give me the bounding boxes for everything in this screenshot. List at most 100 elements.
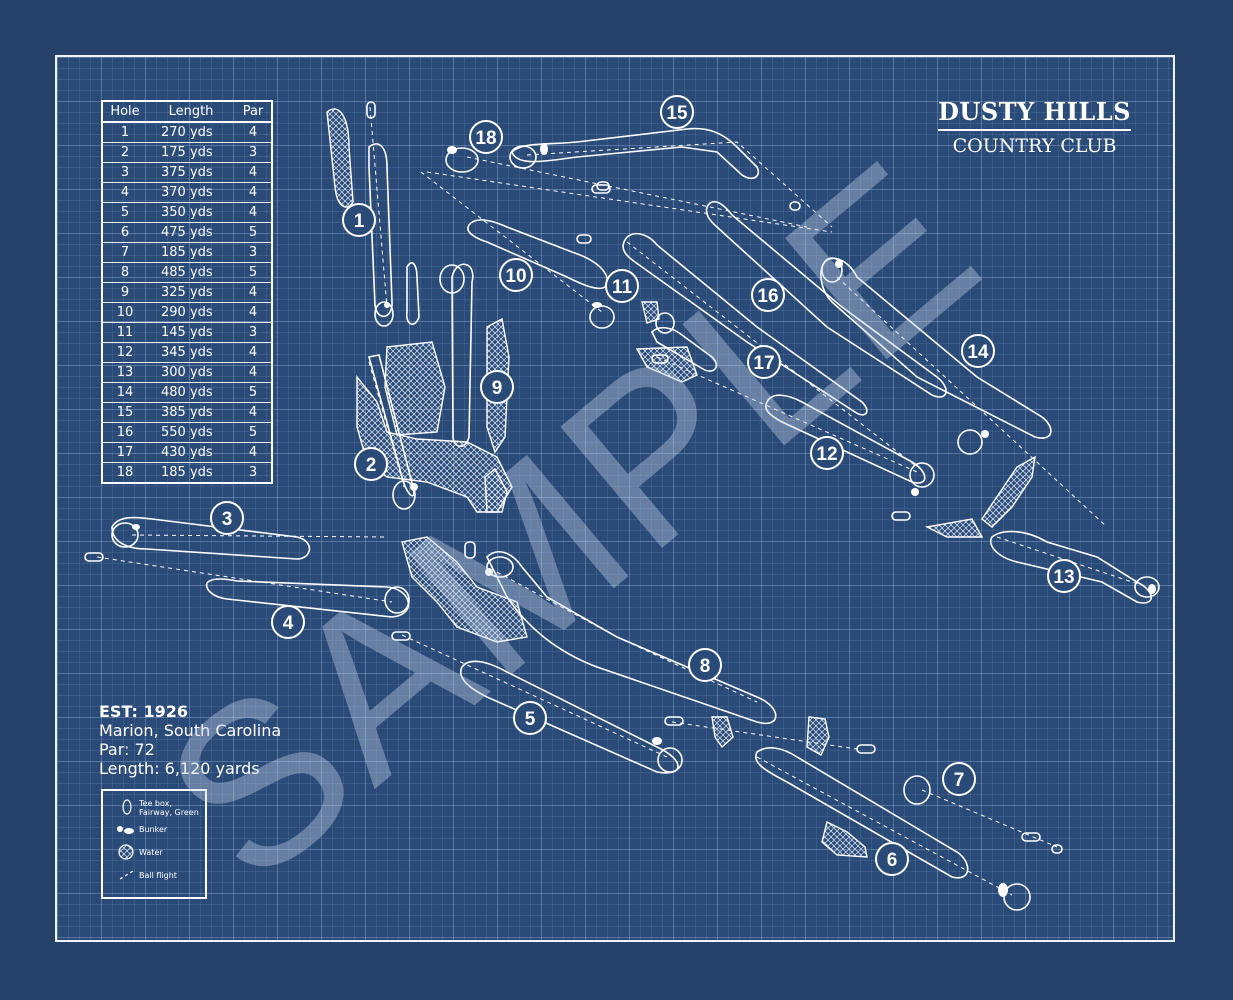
water-hazards xyxy=(326,108,1036,858)
scorecard-par-cell: 5 xyxy=(248,385,258,400)
hole-marker-3: 3 xyxy=(222,509,233,530)
course-length: Length: 6,120 yards xyxy=(99,759,260,778)
scorecard-hole-cell: 14 xyxy=(116,385,134,400)
scorecard-par-cell: 4 xyxy=(248,365,258,380)
scorecard-length-cell: 475 yds xyxy=(161,225,213,240)
greens-and-tees xyxy=(84,101,1160,911)
club-subtitle: COUNTRY CLUB xyxy=(952,135,1117,157)
scorecard-hole-cell: 3 xyxy=(120,165,130,180)
fairways xyxy=(111,127,1153,879)
ball-flight-lines xyxy=(96,106,1148,896)
scorecard-hole-cell: 4 xyxy=(120,185,130,200)
scorecard-length-cell: 370 yds xyxy=(161,185,213,200)
hole-marker-16: 16 xyxy=(757,286,778,307)
scorecard-hole-cell: 16 xyxy=(116,425,134,440)
legend-bunker-label: Bunker xyxy=(139,825,168,834)
scorecard-length-cell: 185 yds xyxy=(161,245,213,260)
hole-marker-13: 13 xyxy=(1053,567,1074,588)
scorecard-par-cell: 5 xyxy=(248,425,258,440)
scorecard-length-cell: 375 yds xyxy=(161,165,213,180)
scorecard-hole-cell: 13 xyxy=(116,365,134,380)
scorecard-row: 18 185 yds 3 xyxy=(102,463,272,483)
legend-tee-label: Tee box, Fairway, Green xyxy=(139,799,199,817)
hole-marker-11: 11 xyxy=(612,277,633,298)
hole-marker-5: 5 xyxy=(525,709,536,730)
hole-marker-7: 7 xyxy=(954,770,965,791)
hole-markers xyxy=(210,95,1081,876)
scorecard-length-cell: 270 yds xyxy=(161,125,213,140)
scorecard-par-cell: 4 xyxy=(248,165,258,180)
legend-water-label: Water xyxy=(139,848,163,857)
legend-symbols xyxy=(117,799,134,880)
hole-marker-4: 4 xyxy=(283,613,294,634)
header-par: Par xyxy=(242,104,264,119)
bunkers xyxy=(132,143,1156,897)
scorecard-length-cell: 325 yds xyxy=(161,285,213,300)
scorecard-hole-cell: 8 xyxy=(120,265,130,280)
scorecard-row: 14 480 yds 5 xyxy=(102,383,272,403)
scorecard-par-cell: 4 xyxy=(248,345,258,360)
scorecard-row: 13 300 yds 4 xyxy=(102,363,272,383)
scorecard-length-cell: 185 yds xyxy=(161,465,213,480)
scorecard-par-cell: 4 xyxy=(248,445,258,460)
course-par: Par: 72 xyxy=(99,740,155,759)
scorecard-hole-cell: 17 xyxy=(116,445,134,460)
hole-marker-12: 12 xyxy=(816,444,837,465)
scorecard-par-cell: 5 xyxy=(248,265,258,280)
scorecard-length-cell: 175 yds xyxy=(161,145,213,160)
hole-marker-6: 6 xyxy=(887,850,898,871)
hole-marker-9: 9 xyxy=(492,378,503,399)
scorecard-hole-cell: 7 xyxy=(120,245,130,260)
scorecard-par-cell: 5 xyxy=(248,225,258,240)
scorecard-length-cell: 350 yds xyxy=(161,205,213,220)
hole-marker-2: 2 xyxy=(366,455,377,476)
course-info: EST: 1926 Marion, South Carolina Par: 72… xyxy=(99,702,281,778)
scorecard-par-cell: 3 xyxy=(248,245,258,260)
scorecard-length-cell: 550 yds xyxy=(161,425,213,440)
scorecard-par-cell: 4 xyxy=(248,285,258,300)
club-name: DUSTY HILLS xyxy=(938,97,1131,131)
scorecard-length-cell: 480 yds xyxy=(161,385,213,400)
scorecard-par-cell: 3 xyxy=(248,465,258,480)
location: Marion, South Carolina xyxy=(99,721,282,740)
hole-marker-18: 18 xyxy=(475,128,496,149)
scorecard-row: 6 475 yds 5 xyxy=(102,223,272,243)
scorecard-par-cell: 3 xyxy=(248,145,258,160)
hole-marker-17: 17 xyxy=(753,353,774,374)
scorecard-length-cell: 430 yds xyxy=(161,445,213,460)
scorecard-row: 8 485 yds 5 xyxy=(102,263,272,283)
scorecard-row: 17 430 yds 4 xyxy=(102,443,272,463)
scorecard-par-cell: 4 xyxy=(248,405,258,420)
established-year: EST: 1926 xyxy=(99,702,188,721)
scorecard-hole-cell: 5 xyxy=(120,205,130,220)
scorecard-length-cell: 485 yds xyxy=(161,265,213,280)
hole-marker-8: 8 xyxy=(700,656,711,677)
header-hole: Hole xyxy=(110,104,140,119)
scorecard-hole-cell: 6 xyxy=(120,225,130,240)
scorecard-length-cell: 145 yds xyxy=(161,325,213,340)
scorecard-length-cell: 300 yds xyxy=(161,365,213,380)
hole-marker-10: 10 xyxy=(505,266,526,287)
bunker-symbol-icon xyxy=(117,826,134,834)
scorecard-hole-cell: 10 xyxy=(116,305,134,320)
scorecard-hole-cell: 1 xyxy=(120,125,130,140)
scorecard-hole-cell: 15 xyxy=(116,405,134,420)
water-symbol-icon xyxy=(118,844,134,860)
ball-flight-symbol-icon xyxy=(119,870,134,880)
club-title: DUSTY HILLS COUNTRY CLUB xyxy=(938,97,1131,157)
scorecard-par-cell: 4 xyxy=(248,125,258,140)
hole-marker-1: 1 xyxy=(354,211,365,232)
scorecard-row: 7 185 yds 3 xyxy=(102,243,272,263)
scorecard-hole-cell: 18 xyxy=(116,465,134,480)
scorecard-row: 1 270 yds 4 xyxy=(102,122,272,143)
header-length: Length xyxy=(168,104,214,119)
